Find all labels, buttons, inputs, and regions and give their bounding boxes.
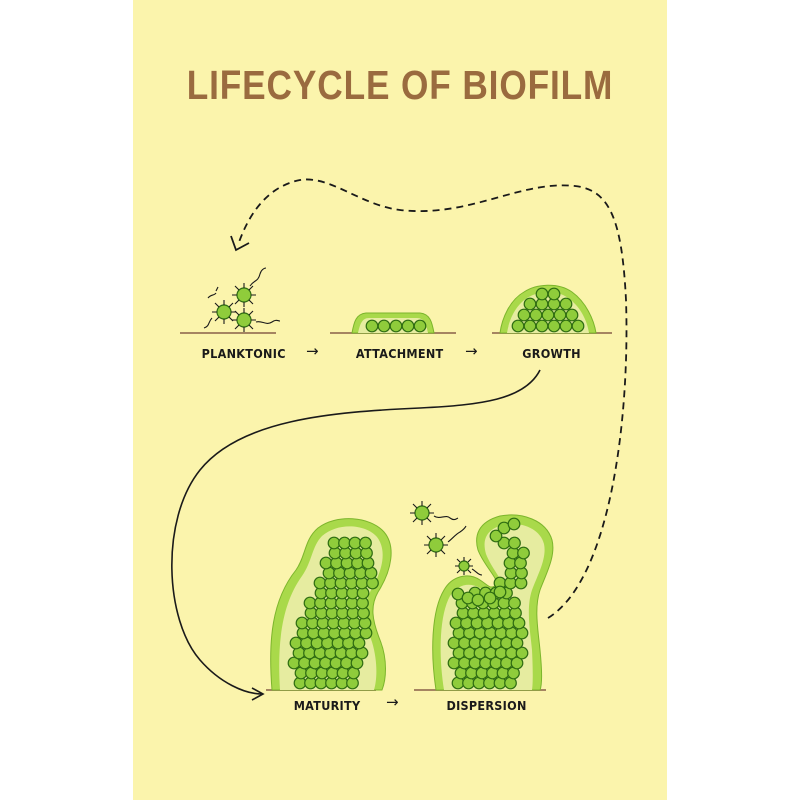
biofilm-cell <box>359 536 372 550</box>
growth-stage <box>492 284 612 334</box>
label-planktonic: PLANKTONIC <box>201 346 286 361</box>
biofilm-cell <box>493 585 507 599</box>
biofilm-cell <box>348 536 362 550</box>
biofilm-cell <box>483 591 497 605</box>
dispersed-bacteria <box>410 501 483 576</box>
biofilm-cell <box>350 656 364 670</box>
biofilm-cell <box>507 517 521 531</box>
attachment-cells <box>365 319 427 333</box>
poster-background <box>133 0 667 800</box>
biofilm-cell <box>508 536 521 550</box>
dispersion-return-arrow <box>237 178 628 619</box>
arrow-attachment-growth: → <box>465 342 478 360</box>
biofilm-cell <box>313 576 327 590</box>
biofilm-cell <box>508 596 521 610</box>
biofilm-cell <box>510 636 524 650</box>
planktonic-stage <box>180 267 281 334</box>
attachment-stage <box>330 312 456 334</box>
biofilm-cell <box>449 616 463 630</box>
biofilm-cell <box>471 593 485 607</box>
biofilm-cell <box>319 556 333 570</box>
arrow-planktonic-attachment: → <box>306 342 319 360</box>
biofilm-cell <box>327 536 341 550</box>
dispersion-cells <box>447 517 530 690</box>
planktonic-bacteria <box>203 267 281 332</box>
page-title: LIFECYCLE OF BIOFILM <box>186 62 614 108</box>
label-growth: GROWTH <box>522 346 581 361</box>
label-attachment: ATTACHMENT <box>355 346 444 361</box>
biofilm-cell <box>517 546 530 560</box>
biofilm-cell <box>303 596 317 610</box>
label-maturity: MATURITY <box>293 698 361 713</box>
maturity-cells <box>287 536 379 690</box>
maturity-stage <box>266 518 392 691</box>
label-dispersion: DISPERSION <box>446 698 527 713</box>
dispersion-stage <box>410 501 554 691</box>
biofilm-cell <box>515 646 529 660</box>
growth-to-maturity-arrowhead <box>251 687 265 701</box>
biofilm-cell <box>510 656 524 670</box>
growth-to-maturity-arrow <box>171 369 541 695</box>
biofilm-cell <box>489 529 503 543</box>
arrow-maturity-dispersion: → <box>386 693 399 711</box>
biofilm-cell <box>338 536 351 550</box>
dispersion-return-arrowhead <box>230 235 250 252</box>
biofilm-cell <box>295 616 309 630</box>
biofilm-cell <box>289 636 303 650</box>
